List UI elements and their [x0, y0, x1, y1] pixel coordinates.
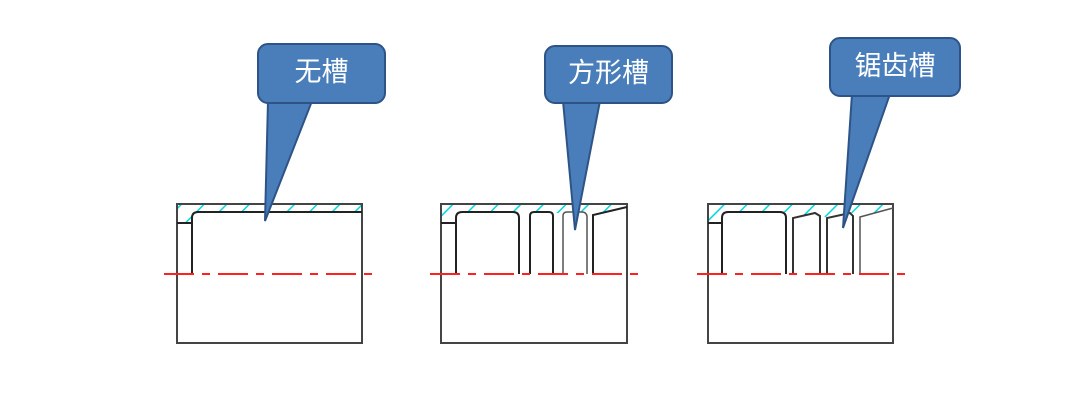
callout-square-groove [544, 45, 673, 231]
part-sawtooth-groove [697, 203, 908, 344]
callout-sawtooth-groove [829, 37, 961, 229]
callout-label-square-groove: 方形槽 [568, 58, 649, 89]
part-square-groove [430, 203, 640, 344]
callout-label-no-groove: 无槽 [294, 57, 349, 88]
part-no-groove [164, 203, 378, 344]
callout-label-sawtooth-groove: 锯齿槽 [854, 51, 936, 82]
callout-no-groove [257, 43, 386, 222]
